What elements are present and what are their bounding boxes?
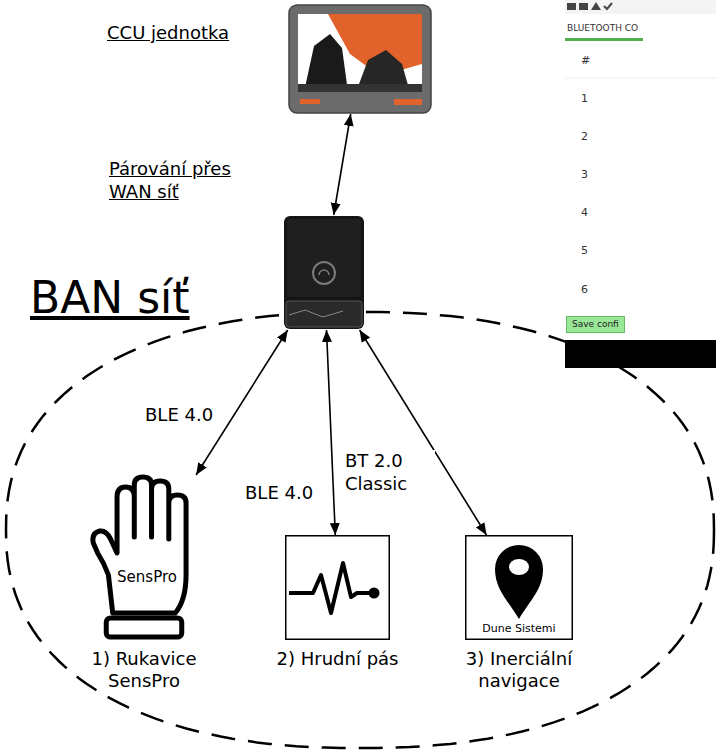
unit-title: CCU jednotka (107, 22, 229, 44)
screen-text: 5 (581, 244, 588, 257)
screen-text: BLUETOOTH CO (567, 23, 638, 34)
heart-rate-icon (285, 535, 390, 640)
tablet-picture-part (298, 14, 422, 92)
hub-device-picture-part (319, 270, 329, 275)
device-caption: 3) Inerciální navigace (448, 648, 590, 691)
app-screenshot-part (567, 3, 576, 10)
navigation-node: Dune Sistemi3) Inerciální navigace (465, 535, 573, 640)
link-arrow (196, 330, 288, 475)
app-screenshot-part (579, 3, 588, 10)
chest-strap-node: 2) Hrudní pás (285, 535, 390, 640)
app-screenshot-part (565, 0, 716, 14)
link-arrow (334, 114, 351, 215)
screen-text: 6 (581, 283, 588, 296)
link-arrow (360, 330, 487, 535)
tablet-picture-part (394, 99, 422, 105)
connector-label: BLE 4.0 (143, 404, 215, 427)
ban-region: BAN síťSensPro1) Rukavice SensPro2) Hrud… (4, 270, 714, 750)
connector-label: BLE 4.0 (243, 482, 315, 505)
hub-device-picture-part (313, 262, 335, 284)
app-screenshot-part (565, 340, 716, 368)
glove-node: SensPro1) Rukavice SensPro (89, 475, 199, 640)
connector-label: Párování přes WAN síť (107, 158, 266, 203)
device-caption: 1) Rukavice SensPro (78, 648, 210, 691)
app-screenshot-part (591, 2, 601, 10)
heart-rate-icon-part (289, 563, 369, 613)
navigation-pin-icon-part (509, 559, 529, 575)
hub-device-picture (283, 215, 365, 330)
tablet-unit: CCU jednotka (288, 4, 432, 114)
app-screenshot-part (604, 3, 612, 9)
app-screenshot-part (565, 0, 716, 368)
glove-brand: SensPro (97, 568, 197, 586)
hub-device-picture-part (286, 301, 362, 327)
hub-device-picture-part (287, 219, 361, 297)
heart-rate-icon-part (369, 588, 380, 599)
tablet-picture-part (300, 99, 320, 104)
app-screenshot-part (565, 78, 716, 79)
tablet-picture-part (298, 84, 422, 92)
maker-label: Dune Sistemi (465, 622, 573, 635)
screen-text: 4 (581, 206, 588, 219)
screen-text: 2 (581, 130, 588, 143)
connector-label: BT 2.0 Classic (343, 450, 435, 495)
heart-rate-icon-part (286, 536, 390, 640)
navigation-pin-icon-part (466, 536, 573, 640)
tablet-picture-part (289, 5, 431, 113)
hub-device-picture-part (284, 216, 364, 329)
glove-icon-part (93, 477, 186, 613)
screen-text: 3 (581, 168, 588, 181)
app-screenshot-part (565, 38, 643, 41)
glove-icon-part (106, 618, 181, 637)
device-caption: 2) Hrudní pás (255, 648, 420, 670)
glove-icon (89, 475, 199, 640)
tablet-picture (288, 4, 432, 114)
screen-text: # (581, 54, 590, 67)
screen-text: 1 (581, 92, 588, 105)
save-button-label: Save confi (566, 316, 625, 333)
tablet-picture-part (304, 34, 348, 92)
ban-region-outline-part (6, 312, 714, 748)
navigation-pin-icon-part (495, 545, 543, 619)
link-arrow (327, 330, 336, 535)
hub-device-picture-part (289, 310, 343, 317)
hub-device (283, 215, 365, 330)
region-title: BAN síť (30, 272, 190, 325)
